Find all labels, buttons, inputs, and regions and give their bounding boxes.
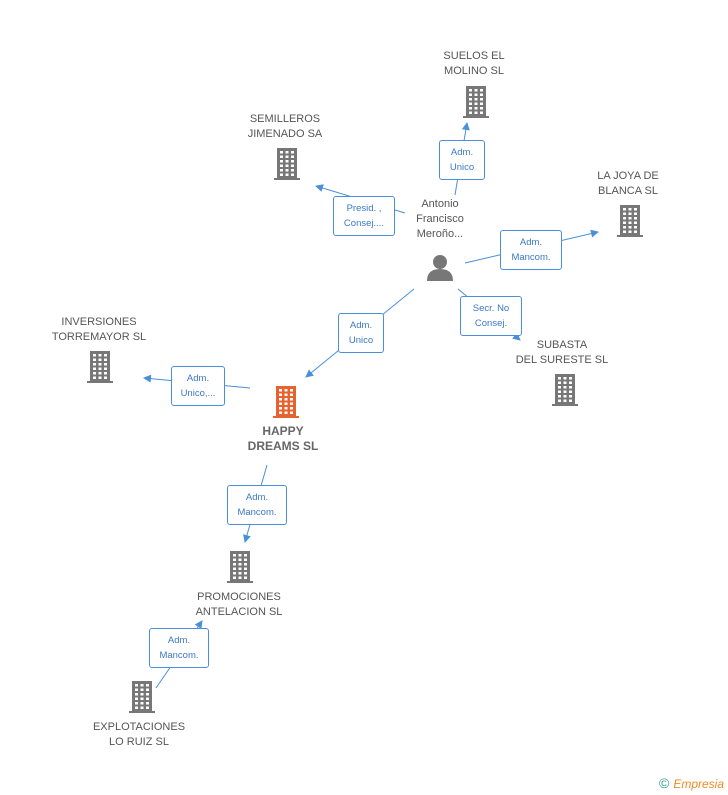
relation-label-inversiones: Adm. Unico,... xyxy=(171,366,225,406)
building-icon-inversiones[interactable] xyxy=(87,351,113,383)
building-icon-explotaciones[interactable] xyxy=(129,681,155,713)
copyright-icon: © xyxy=(658,775,670,791)
building-icon-la-joya[interactable] xyxy=(617,205,643,237)
relation-label-explotaciones: Adm. Mancom. xyxy=(149,628,209,668)
company-label-subasta[interactable]: SUBASTA DEL SURESTE SL xyxy=(515,339,609,366)
company-label-promociones[interactable]: PROMOCIONES ANTELACION SL xyxy=(195,591,283,618)
person-icon[interactable] xyxy=(427,255,453,281)
brand-name: Empresia xyxy=(673,777,724,791)
building-icon-promociones[interactable] xyxy=(227,551,253,583)
company-label-la-joya[interactable]: LA JOYA DE BLANCA SL xyxy=(597,170,659,197)
relation-label-la-joya: Adm. Mancom. xyxy=(500,230,562,270)
relation-label-promociones: Adm. Mancom. xyxy=(227,485,287,525)
relation-label-suelos: Adm. Unico xyxy=(439,140,485,180)
building-icon-semilleros[interactable] xyxy=(274,148,300,180)
company-label-suelos[interactable]: SUELOS EL MOLINO SL xyxy=(443,50,505,77)
building-icon-suelos[interactable] xyxy=(463,86,489,118)
relation-label-semilleros: Presid. , Consej.... xyxy=(333,196,395,236)
building-icon-happy-dreams[interactable] xyxy=(273,386,299,418)
relation-label-subasta: Secr. No Consej. xyxy=(460,296,522,336)
person-label[interactable]: Antonio Francisco Meroño... xyxy=(416,198,464,240)
brand-footer[interactable]: ©Empresia xyxy=(659,775,724,791)
company-label-inversiones[interactable]: INVERSIONES TORREMAYOR SL xyxy=(51,316,147,343)
company-label-explotaciones[interactable]: EXPLOTACIONES LO RUIZ SL xyxy=(92,721,186,748)
relation-label-happy: Adm. Unico xyxy=(338,313,384,353)
company-label-semilleros[interactable]: SEMILLEROS JIMENADO SA xyxy=(247,113,323,140)
building-icon-subasta[interactable] xyxy=(552,374,578,406)
main-company-label[interactable]: HAPPY DREAMS SL xyxy=(247,424,319,453)
